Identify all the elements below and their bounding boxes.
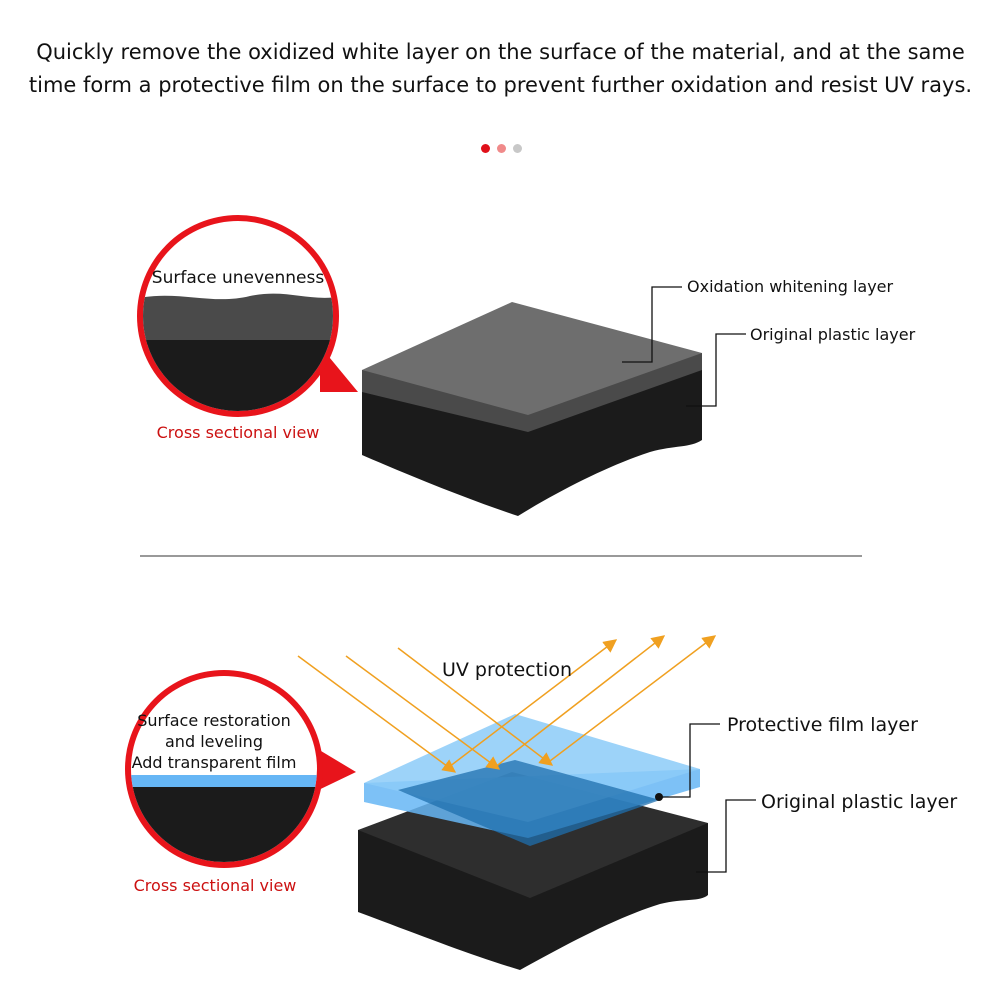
- before-callout-top-label: Oxidation whitening layer: [687, 277, 894, 296]
- after-caption: Cross sectional view: [134, 876, 297, 895]
- after-zoom-label-line-2: and leveling: [165, 732, 263, 751]
- after-callout-top-line: [659, 723, 720, 798]
- uv-ray-reflected-2: [493, 635, 666, 769]
- before-zoom-bubble: Surface unevenness: [137, 215, 339, 417]
- after-section: Surface restoration and leveling Add tra…: [125, 635, 957, 970]
- after-callout-bottom-label: Original plastic layer: [761, 791, 957, 813]
- after-zoom-label-line-3: Add transparent film: [132, 753, 297, 772]
- uv-ray-reflected-3: [545, 635, 717, 765]
- carousel-dot-3[interactable]: [513, 144, 522, 153]
- before-caption: Cross sectional view: [157, 423, 320, 442]
- uv-ray-incoming-1: [297, 655, 457, 773]
- after-protective-film: [364, 714, 700, 846]
- before-zoom-label: Surface unevenness: [152, 268, 325, 288]
- uv-protection-label: UV protection: [442, 659, 572, 681]
- before-section: Surface unevenness Cross sectional view …: [137, 215, 916, 516]
- before-zoom-oxidation-layer: [143, 293, 333, 345]
- after-callout-bottom-line: [696, 799, 756, 873]
- after-zoom-bubble: Surface restoration and leveling Add tra…: [125, 670, 323, 868]
- uv-ray-reflected-1: [444, 639, 618, 771]
- before-material-block: [362, 302, 702, 516]
- before-callout-bottom-line: [686, 333, 746, 407]
- after-film-center-shade: [398, 760, 660, 846]
- before-callout-top-line: [622, 286, 682, 363]
- page-headline: Quickly remove the oxidized white layer …: [28, 40, 973, 97]
- after-callout-top-label: Protective film layer: [727, 714, 918, 736]
- after-zoom-film-layer: [131, 775, 317, 787]
- uv-ray-incoming-3: [397, 647, 554, 766]
- carousel-dot-1[interactable]: [481, 144, 490, 153]
- after-zoom-label-line-1: Surface restoration: [137, 711, 291, 730]
- before-callout-bottom-label: Original plastic layer: [750, 325, 916, 344]
- uv-ray-incoming-2: [345, 655, 501, 770]
- carousel-dot-2[interactable]: [497, 144, 506, 153]
- before-block-top-face: [362, 302, 702, 415]
- uv-rays: [297, 635, 717, 773]
